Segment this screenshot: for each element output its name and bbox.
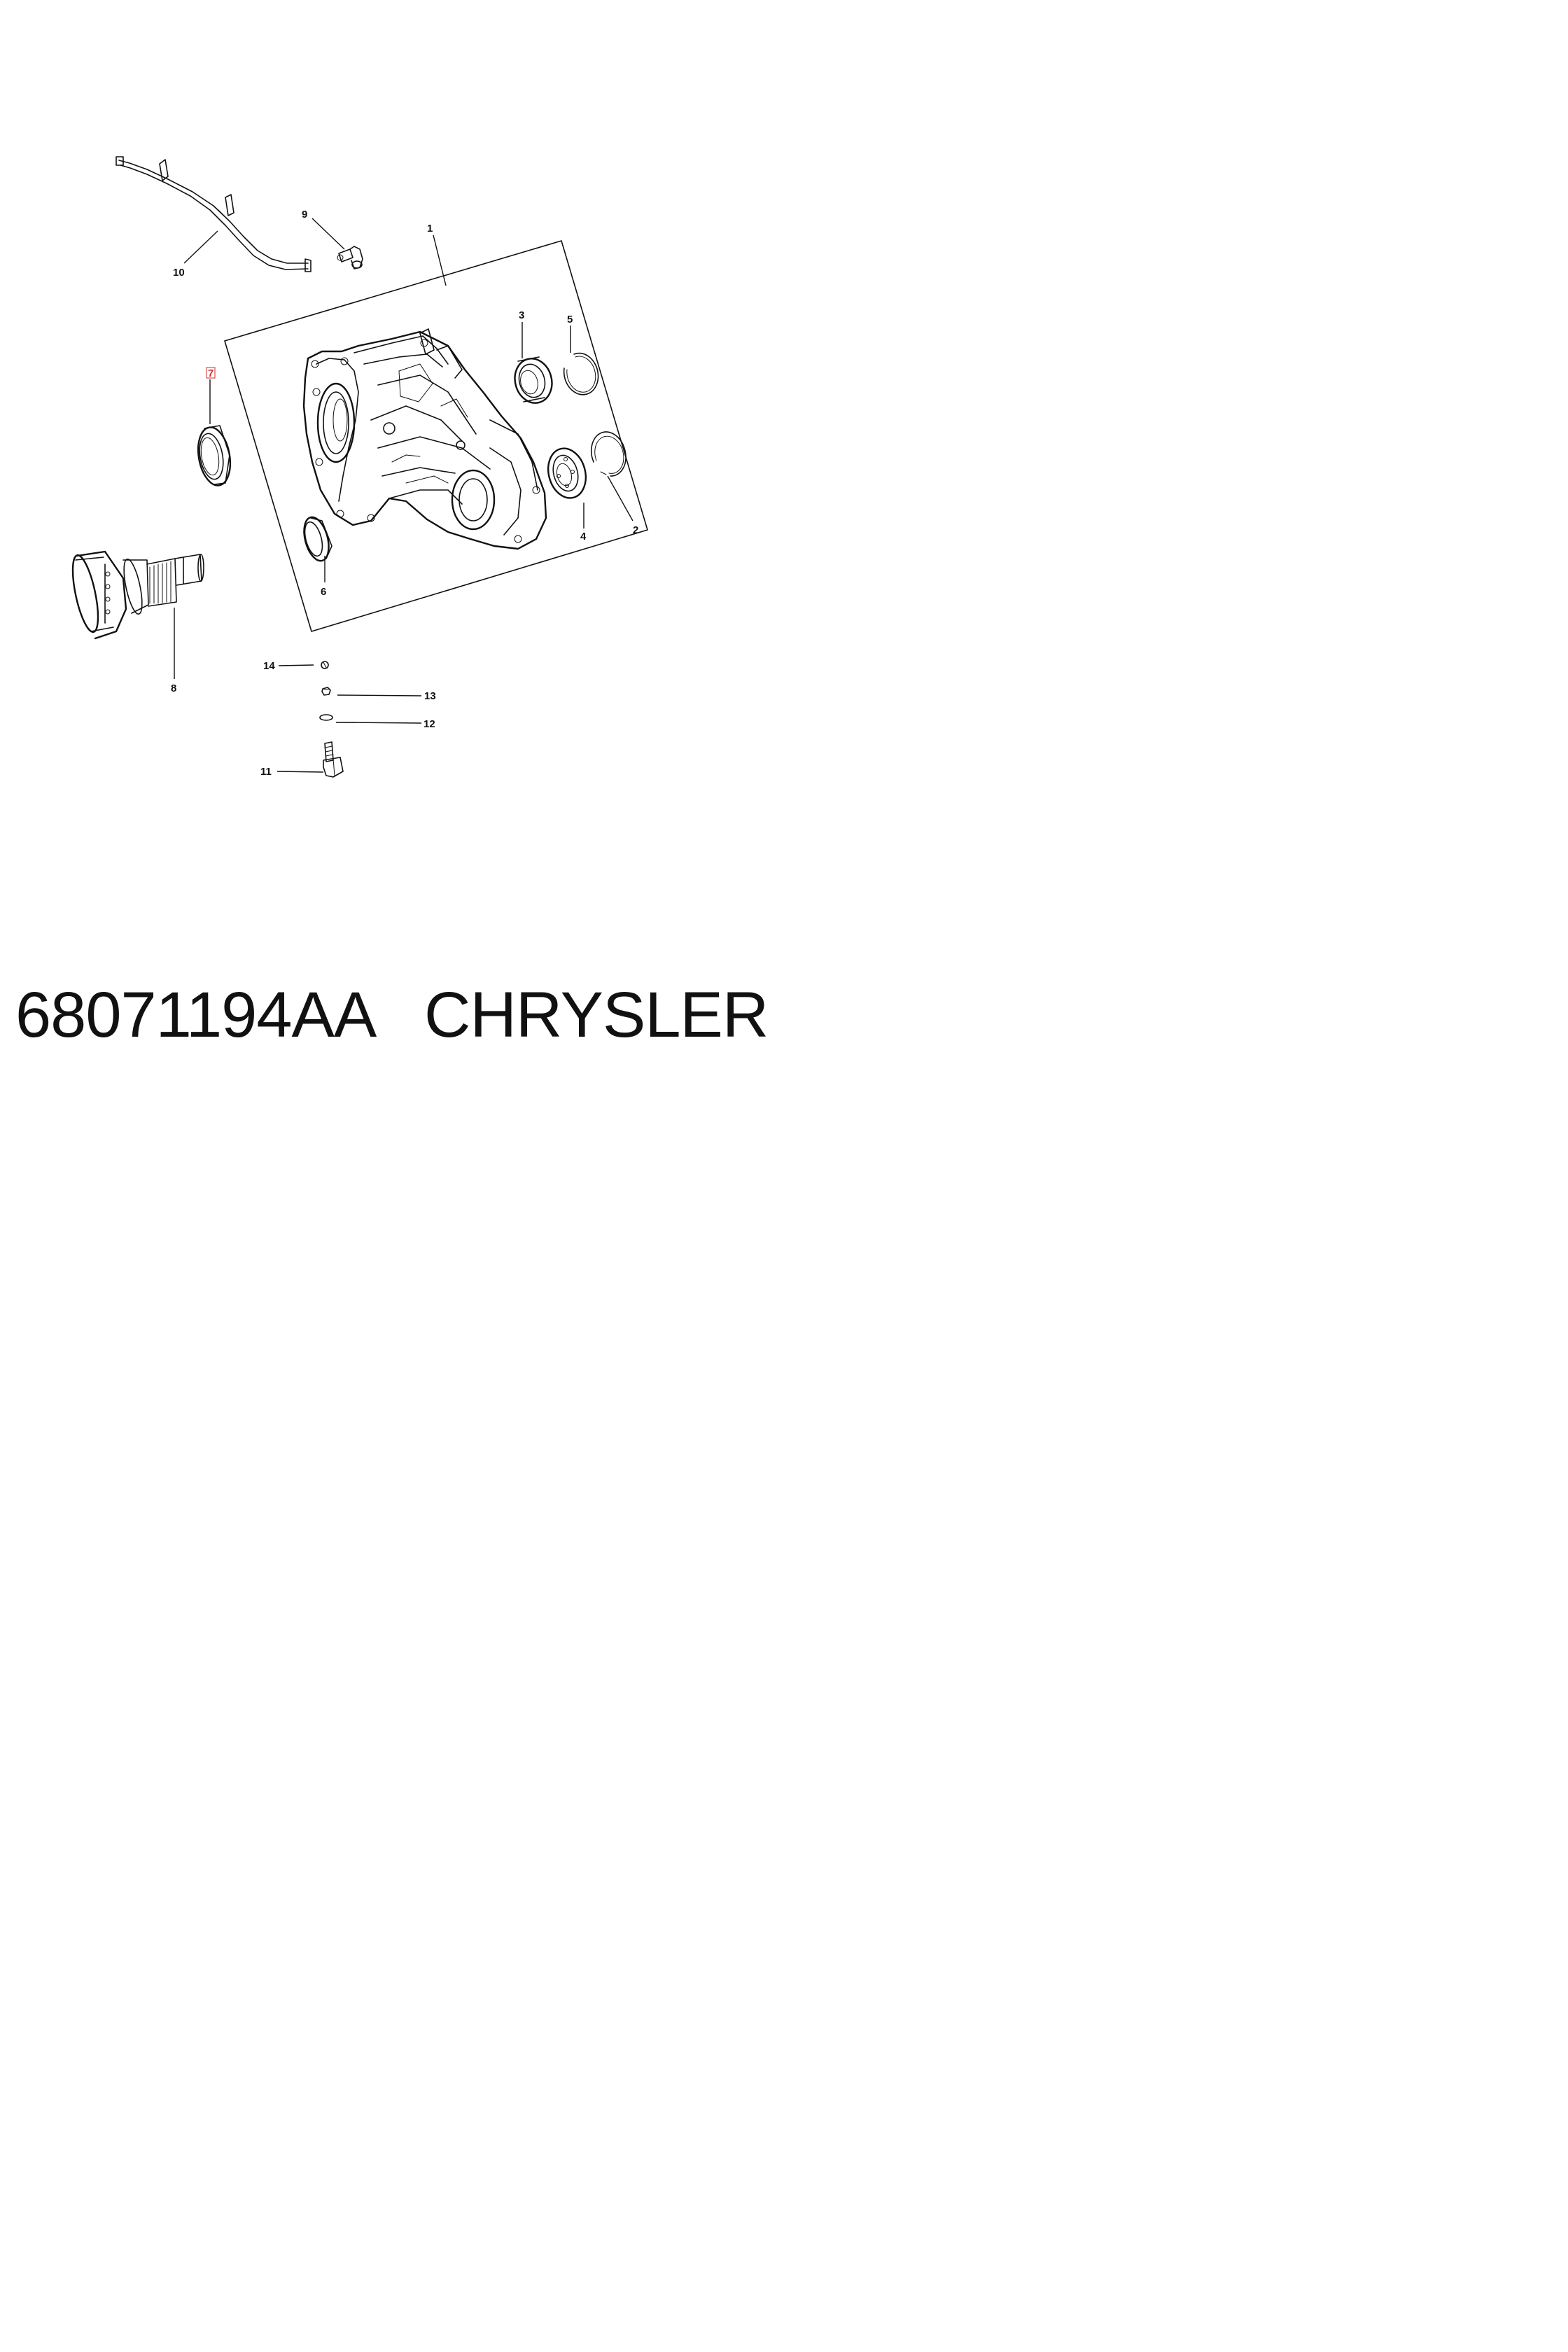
leader-12 <box>335 722 422 724</box>
seal-6-part <box>303 516 332 562</box>
leader-1 <box>433 234 447 286</box>
bearing-4-part <box>547 447 587 499</box>
callout-5: 5 <box>567 314 573 326</box>
callout-14: 14 <box>263 660 275 672</box>
fitting-11-part <box>323 741 344 778</box>
callout-12: 12 <box>424 718 435 730</box>
flange-shaft-8-part <box>71 550 204 640</box>
snap-ring-5-part <box>563 352 599 396</box>
brand-name: CHRYSLER <box>424 979 769 1051</box>
leader-11 <box>276 771 324 773</box>
footer: 68071194AA CHRYSLER <box>0 976 769 1054</box>
callout-2: 2 <box>633 524 638 536</box>
part-number: 68071194AA <box>15 979 377 1051</box>
transfer-case-housing <box>302 328 547 550</box>
callout-6: 6 <box>321 586 326 598</box>
case-assembly-frame <box>224 240 648 632</box>
callout-9: 9 <box>302 209 307 220</box>
leader-14 <box>278 664 314 666</box>
bearing-3-part <box>514 356 553 404</box>
leader-10 <box>183 230 218 264</box>
callout-10: 10 <box>173 267 185 279</box>
callout-8: 8 <box>171 682 176 694</box>
seal-7-part <box>197 425 232 486</box>
callout-1: 1 <box>427 223 433 234</box>
vent-hose-part <box>115 156 312 272</box>
leader-2 <box>607 475 634 522</box>
plug-14-part <box>321 661 329 669</box>
nut-13-part <box>321 687 331 696</box>
callout-7[interactable]: 7 <box>208 368 214 379</box>
vent-fitting-part <box>337 246 363 270</box>
leader-13 <box>337 694 422 696</box>
callout-3: 3 <box>519 309 524 321</box>
callout-7-highlight-box <box>206 367 216 379</box>
callout-13: 13 <box>424 690 436 702</box>
callout-4: 4 <box>580 531 587 542</box>
leader-9 <box>312 218 345 250</box>
snap-ring-2-part <box>591 431 626 477</box>
callout-11: 11 <box>260 766 272 778</box>
parts-diagram: 10 9 1 <box>0 0 735 1102</box>
o-ring-12-part <box>319 714 333 721</box>
